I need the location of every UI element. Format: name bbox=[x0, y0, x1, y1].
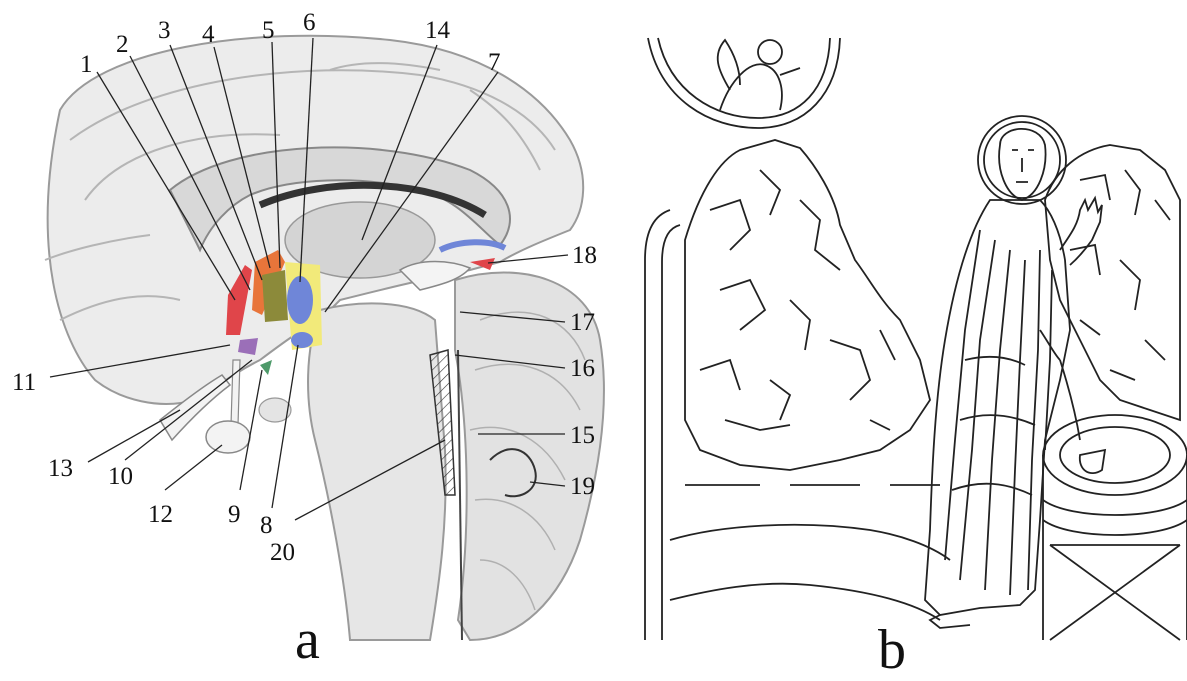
olive-region bbox=[262, 270, 288, 322]
ground-slope bbox=[670, 525, 950, 560]
label-10: 10 bbox=[108, 463, 133, 490]
left-arch bbox=[645, 210, 670, 640]
saint-line-drawing bbox=[640, 0, 1187, 675]
label-17: 17 bbox=[570, 309, 595, 336]
saint-raised-hand bbox=[1060, 198, 1102, 265]
label-1: 1 bbox=[80, 51, 93, 78]
brainstem bbox=[308, 303, 446, 640]
panel-b-icon-drawing: b bbox=[640, 0, 1187, 675]
purple-region bbox=[238, 338, 258, 355]
saint-foot bbox=[930, 615, 970, 628]
well bbox=[1043, 415, 1187, 640]
label-14: 14 bbox=[425, 17, 451, 44]
label-16: 16 bbox=[570, 355, 595, 382]
label-12: 12 bbox=[148, 501, 173, 528]
brain-section-illustration: 1 2 3 4 5 6 7 8 9 10 11 12 13 14 15 16 1… bbox=[0, 0, 640, 675]
angel-figure bbox=[718, 40, 800, 110]
saint-figure bbox=[925, 116, 1102, 628]
label-19: 19 bbox=[570, 473, 595, 500]
blue-region bbox=[287, 276, 313, 324]
label-8: 8 bbox=[260, 512, 273, 539]
panel-a-letter: a bbox=[295, 612, 320, 668]
label-18: 18 bbox=[572, 242, 597, 269]
panel-b-letter: b bbox=[878, 622, 906, 678]
label-11: 11 bbox=[12, 369, 36, 396]
blue-small-region bbox=[291, 332, 313, 348]
label-13: 13 bbox=[48, 455, 73, 482]
medallion bbox=[648, 38, 840, 128]
rock-cracks-left bbox=[700, 170, 895, 430]
label-7: 7 bbox=[488, 49, 501, 76]
robe-folds bbox=[945, 230, 1052, 595]
medallion-inner bbox=[658, 38, 830, 118]
ground-slope-2 bbox=[670, 584, 940, 620]
panel-a-brain-diagram: 1 2 3 4 5 6 7 8 9 10 11 12 13 14 15 16 1… bbox=[0, 0, 640, 675]
label-4: 4 bbox=[202, 21, 215, 48]
left-arch-inner bbox=[662, 225, 680, 640]
label-2: 2 bbox=[116, 31, 129, 58]
left-rocks bbox=[685, 140, 930, 470]
label-5: 5 bbox=[262, 17, 275, 44]
label-20: 20 bbox=[270, 539, 295, 566]
label-9: 9 bbox=[228, 501, 241, 528]
label-15: 15 bbox=[570, 422, 595, 449]
bucket bbox=[1080, 450, 1105, 473]
pituitary-gland bbox=[206, 421, 250, 453]
label-3: 3 bbox=[158, 17, 171, 44]
label-6: 6 bbox=[303, 9, 316, 36]
